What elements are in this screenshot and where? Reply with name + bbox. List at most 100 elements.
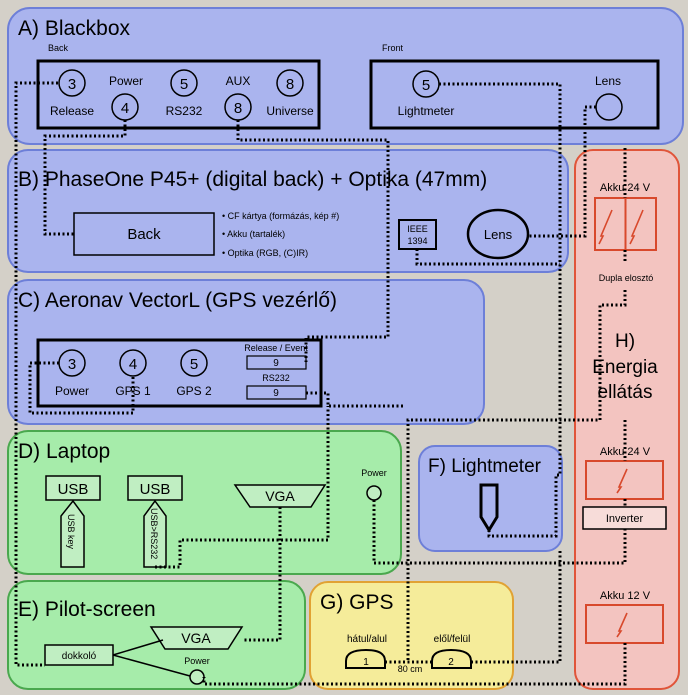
energy-akku2-bolt-icon (616, 468, 628, 494)
blackbox-front-panel (369, 59, 660, 130)
energy-splitter-label: Dupla elosztó (599, 273, 654, 283)
phaseone-ieee-line1: IEEE (407, 224, 428, 234)
aeronav-release-label: Release / Event (244, 343, 308, 353)
aeronav-gps2-connector (180, 349, 208, 377)
wire-power-to-back (43, 120, 127, 236)
panel-lightmeter (418, 445, 563, 552)
blackbox-power-pin: 4 (121, 100, 129, 117)
phaseone-bullet-2: • Akku (tartalék) (222, 229, 285, 239)
blackbox-lightmeter-pin: 5 (422, 77, 430, 94)
pilot-power-connector (189, 669, 205, 685)
gps-rear-label: hátul/alul (347, 634, 387, 645)
energy-akku1-bolt-icon-b (629, 209, 644, 245)
panel-blackbox (7, 7, 684, 145)
pilot-vga-port (149, 626, 244, 650)
aeronav-gps1-pin: 4 (129, 356, 137, 373)
phaseone-back-box (73, 212, 215, 256)
phaseone-title: B) PhaseOne P45+ (digital back) + Optika… (18, 168, 487, 191)
wire-energy-to-aeronav (406, 290, 627, 661)
energy-title-line2: Energia (592, 357, 658, 378)
gps-distance-label: 80 cm (398, 664, 423, 674)
laptop-vga-label: VGA (265, 488, 295, 504)
phaseone-bullet-3: • Optika (RGB, (C)IR) (222, 248, 308, 258)
blackbox-back-panel (36, 59, 321, 130)
energy-title-line1: H) (615, 331, 635, 352)
blackbox-rs232-pin: 5 (180, 76, 188, 93)
laptop-vga-port (233, 484, 327, 508)
aeronav-rs232-pin: 9 (273, 388, 279, 399)
energy-akku1-label: Akku 24 V (600, 182, 651, 194)
wire-ieee-back (415, 249, 560, 266)
laptop-title: D) Laptop (18, 440, 110, 463)
blackbox-power-label: Power (109, 74, 143, 88)
phaseone-back-label: Back (127, 226, 161, 243)
energy-title-line3: ellátás (598, 382, 653, 403)
laptop-usb-key-label: USB key (66, 514, 76, 550)
wire-gps-ant2 (471, 551, 562, 664)
pilot-title: E) Pilot-screen (18, 598, 156, 621)
phaseone-lens (466, 208, 530, 260)
laptop-power-connector (366, 485, 382, 501)
pilot-link-power (112, 654, 191, 677)
wire-release (14, 81, 58, 667)
gps-antenna-2 (431, 648, 472, 669)
aeronav-gps2-label: GPS 2 (176, 384, 212, 398)
gps-antenna-1-label: 1 (363, 657, 369, 668)
blackbox-title: A) Blackbox (18, 17, 131, 40)
energy-inverter-label: Inverter (606, 513, 644, 525)
panel-aeronav (7, 279, 485, 425)
aeronav-rs232-label: RS232 (262, 373, 290, 383)
laptop-usb-key (60, 499, 85, 568)
pilot-vga-label: VGA (181, 630, 211, 646)
laptop-power-label: Power (361, 468, 387, 478)
blackbox-back-label: Back (48, 43, 69, 53)
blackbox-lens-label: Lens (595, 74, 621, 88)
blackbox-universe-connector (276, 69, 304, 97)
gps-title: G) GPS (320, 591, 394, 614)
phaseone-bullet-1: • CF kártya (formázás, kép #) (222, 211, 339, 221)
panel-gps (309, 581, 514, 690)
wire-vga (242, 507, 282, 642)
energy-akku3-bolt-icon (616, 612, 628, 638)
wire-rs232 (306, 391, 405, 408)
gps-antenna-2-label: 2 (448, 657, 454, 668)
wire-akku3 (202, 643, 627, 686)
gps-front-label: elől/felül (434, 634, 471, 645)
blackbox-release-connector (58, 69, 86, 97)
aeronav-panel (36, 338, 323, 408)
wire-usb-rs232 (155, 406, 330, 569)
laptop-usb-port-2 (127, 475, 183, 501)
energy-akku1-bolt-icon-a (598, 209, 613, 245)
blackbox-rs232-label: RS232 (166, 104, 203, 118)
blackbox-aux-pin: 8 (234, 100, 242, 117)
aeronav-gps1-connector (119, 349, 147, 377)
wiring (14, 81, 627, 686)
phaseone-lens-label: Lens (484, 227, 513, 242)
blackbox-rs232-connector (170, 69, 198, 97)
wire-lens (528, 105, 596, 238)
aeronav-title: C) Aeronav VectorL (GPS vezérlő) (18, 289, 337, 312)
blackbox-release-label: Release (50, 104, 94, 118)
blackbox-lightmeter-label: Lightmeter (398, 104, 455, 118)
gps-antenna-1 (345, 648, 386, 669)
laptop-usb-label-1: USB (58, 481, 89, 498)
lightmeter-sensor-icon (479, 483, 499, 533)
energy-akku3-label: Akku 12 V (600, 590, 651, 602)
laptop-usb-label-2: USB (140, 481, 171, 498)
panel-phaseone (7, 149, 569, 273)
aeronav-release-port (246, 355, 307, 370)
phaseone-ieee-line2: 1394 (407, 236, 427, 246)
pilot-power-label: Power (184, 656, 210, 666)
wire-lightmeter (439, 82, 562, 538)
panel-laptop (7, 430, 402, 575)
aeronav-power-pin: 3 (68, 356, 76, 373)
blackbox-universe-pin: 8 (286, 76, 294, 93)
pilot-dock-label: dokkoló (62, 651, 97, 662)
blackbox-release-pin: 3 (68, 76, 76, 93)
blackbox-universe-label: Universe (266, 104, 314, 118)
laptop-usb-rs232-label: USB>RS232 (149, 508, 159, 559)
blackbox-front-label: Front (382, 43, 404, 53)
lightmeter-title: F) Lightmeter (428, 456, 542, 477)
blackbox-aux-label: AUX (226, 74, 251, 88)
